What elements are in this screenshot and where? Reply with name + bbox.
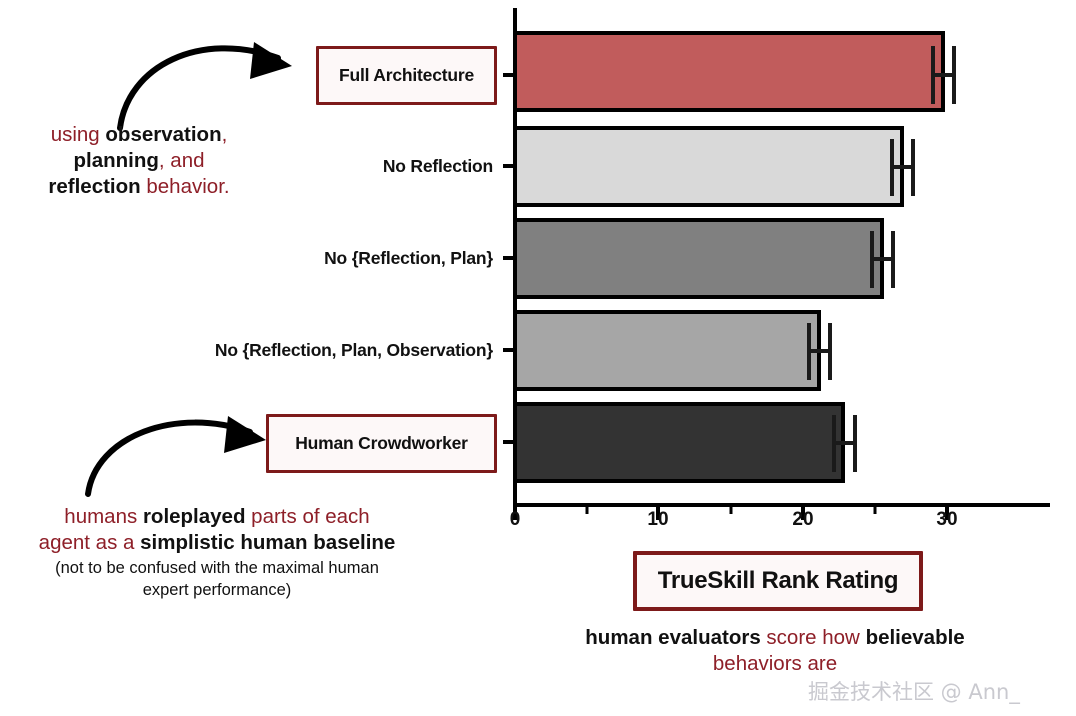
annotation-bottom-right: human evaluators score how believable be… bbox=[540, 625, 1010, 677]
y-label-no-reflection: No Reflection bbox=[20, 152, 493, 180]
x-tick-label-10: 10 bbox=[647, 509, 669, 530]
x-tick-label-20: 20 bbox=[792, 509, 814, 530]
annot-text: planning bbox=[73, 148, 159, 172]
callout-arrow-top bbox=[117, 42, 292, 131]
annot-text: , bbox=[158, 148, 171, 172]
bar-no-reflection-plan-observation bbox=[513, 310, 832, 391]
annot-text: observation bbox=[105, 123, 222, 146]
annot-text: reflection bbox=[48, 174, 141, 198]
y-label-text: Human Crowdworker bbox=[295, 433, 468, 453]
callout-arrow-bottom bbox=[85, 416, 266, 497]
x-minor-ticks bbox=[585, 505, 877, 514]
annot-text: using bbox=[50, 123, 106, 146]
y-label-text: No {Reflection, Plan, Observation} bbox=[214, 339, 493, 360]
annotation-bottom-left-line2: agent as a simplistic human baseline bbox=[2, 530, 432, 556]
annotation-top-left-line3: reflection behavior. bbox=[8, 174, 270, 200]
annot-text: human evaluators bbox=[585, 626, 761, 649]
annotation-bottom-left: humans roleplayed parts of each agent as… bbox=[2, 504, 432, 600]
annot-text: behaviors are bbox=[712, 651, 838, 675]
annotation-bottom-left-sub2: expert performance) bbox=[142, 580, 292, 599]
y-label-human-crowdworker: Human Crowdworker bbox=[266, 414, 497, 473]
annot-text: roleplayed bbox=[142, 505, 246, 528]
annot-text: agent as a bbox=[38, 530, 141, 554]
annot-text: , bbox=[221, 123, 228, 146]
x-tick-label-30: 30 bbox=[936, 509, 958, 530]
y-label-text: No Reflection bbox=[382, 155, 493, 176]
annotation-bottom-right-line1: human evaluators score how believable bbox=[540, 625, 1010, 651]
bar-full-architecture bbox=[513, 31, 956, 112]
annot-text: score how bbox=[760, 626, 866, 649]
annotation-top-left-line2: planning, and bbox=[8, 148, 270, 174]
x-major-ticks bbox=[513, 505, 949, 520]
bar-no-reflection bbox=[513, 126, 915, 207]
annot-text: believable bbox=[865, 626, 965, 649]
watermark: 掘金技术社区 @ Ann_ bbox=[808, 680, 1020, 704]
annotation-top-left-line1: using observation, bbox=[8, 122, 270, 148]
y-label-no-reflection-plan-observation: No {Reflection, Plan, Observation} bbox=[20, 336, 493, 364]
x-axis-title-box: TrueSkill Rank Rating bbox=[633, 551, 923, 611]
y-label-text: Full Architecture bbox=[338, 65, 474, 85]
bar-no-reflection-plan bbox=[513, 218, 895, 299]
x-tick-label-0: 0 bbox=[509, 509, 521, 530]
annotation-bottom-right-line2: behaviors are bbox=[540, 651, 1010, 677]
annotation-top-left: using observation, planning, and reflect… bbox=[8, 122, 270, 199]
annot-text: and bbox=[170, 148, 205, 172]
annot-text: humans bbox=[64, 505, 143, 528]
annot-text: parts of each bbox=[245, 505, 370, 528]
annotation-bottom-left-sub1: (not to be confused with the maximal hum… bbox=[55, 558, 379, 577]
y-label-text: No {Reflection, Plan} bbox=[324, 247, 493, 268]
annotation-bottom-left-line1: humans roleplayed parts of each bbox=[2, 504, 432, 530]
y-label-full-architecture: Full Architecture bbox=[316, 46, 497, 105]
y-label-no-reflection-plan: No {Reflection, Plan} bbox=[20, 244, 493, 272]
x-axis-title: TrueSkill Rank Rating bbox=[657, 567, 899, 594]
bar-human-crowdworker bbox=[513, 402, 857, 483]
annot-text: behavior. bbox=[140, 174, 230, 198]
annot-text: simplistic human baseline bbox=[140, 530, 396, 554]
